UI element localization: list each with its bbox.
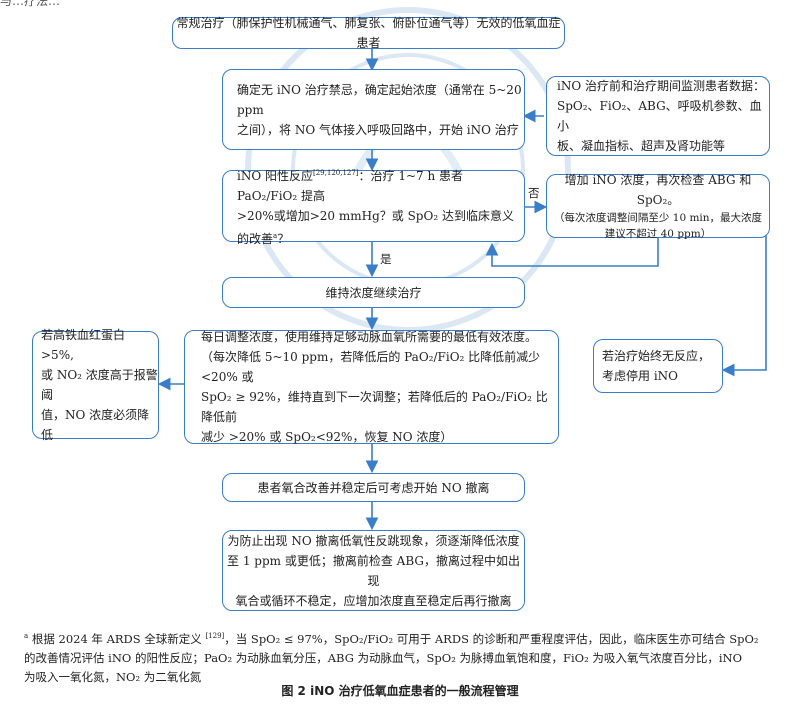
footnote-line-2: 的改善情况评估 iNO 的阳性反应；PaO₂ 为动脉血氧分压，ABG 为动脉血气… bbox=[24, 650, 743, 665]
daily-adjustment-box: 每日调整浓度，使用维持足够动脉血氧所需要的最低有效浓度。 （每次降低 5~10 … bbox=[184, 330, 559, 444]
positive-response-box: iNO 阳性反应[29,120,127]：治疗 1~7 h 患者 PaO₂/Fi… bbox=[222, 169, 525, 246]
wean-text: 患者氧合改善并稳定后可考虑开始 NO 撤离 bbox=[257, 480, 490, 495]
monitor-line-3: 板、凝血指标、超声及肾功能等 bbox=[557, 139, 726, 153]
confirm-box: 确定无 iNO 治疗禁忌，确定起始浓度（通常在 5~20 ppm 之间），将 N… bbox=[222, 69, 525, 150]
noresp-line-2: 考虑停用 iNO bbox=[602, 369, 678, 383]
final-line-3: 氧合或循环不稳定，应增加浓度直至稳定后再行撤离 bbox=[235, 593, 512, 608]
monitor-line-1: iNO 治疗前和治疗期间监测患者数据： bbox=[557, 79, 765, 93]
increase-line-1: 增加 iNO 浓度，再次检查 ABG 和 SpO₂。 bbox=[564, 173, 752, 207]
daily-line-4: 减少 >20% 或 SpO₂<92%，恢复 NO 浓度） bbox=[201, 430, 453, 444]
daily-line-1: 每日调整浓度，使用维持足够动脉血氧所需要的最低有效浓度。 bbox=[201, 330, 538, 344]
methemoglobin-box: 若高铁血红蛋白 >5%, 或 NO₂ 浓度高于报警阈 值，NO 浓度必须降低 bbox=[32, 328, 159, 442]
methb-line-2: 或 NO₂ 浓度高于报警阈 bbox=[41, 368, 158, 402]
wean-box: 患者氧合改善并稳定后可考虑开始 NO 撤离 bbox=[222, 473, 525, 502]
confirm-line-2: 之间），将 NO 气体接入呼吸回路中，开始 iNO 治疗 bbox=[237, 122, 519, 137]
footnote-line-1: a 根据 2024 年 ARDS 全球新定义 [129]，当 SpO₂ ≤ 97… bbox=[24, 631, 759, 646]
positive-line-1: iNO 阳性反应[29,120,127]：治疗 1~7 h 患者 PaO₂/Fi… bbox=[237, 169, 464, 203]
confirm-line-1: 确定无 iNO 治疗禁忌，确定起始浓度（通常在 5~20 ppm bbox=[237, 82, 522, 117]
monitor-box: iNO 治疗前和治疗期间监测患者数据： SpO₂、FiO₂、ABG、呼吸机参数、… bbox=[546, 76, 770, 156]
increase-concentration-box: 增加 iNO 浓度，再次检查 ABG 和 SpO₂。 （每次浓度调整间隔至少 1… bbox=[546, 173, 770, 240]
final-line-2: 至 1 ppm 或更低；撤离前检查 ABG，撤离过程中如出现 bbox=[227, 553, 520, 588]
edge-label-no: 否 bbox=[528, 186, 540, 200]
methb-line-3: 值，NO 浓度必须降低 bbox=[41, 408, 150, 442]
noresp-line-1: 若治疗始终无反应， bbox=[602, 349, 711, 363]
figure-caption: 图 2 iNO 治疗低氧血症患者的一般流程管理 bbox=[281, 684, 519, 698]
maintain-box: 维持浓度继续治疗 bbox=[222, 277, 525, 308]
increase-line-3: 建议不超过 40 ppm） bbox=[604, 228, 712, 240]
daily-line-2: （每次降低 5~10 ppm，若降低后的 PaO₂/FiO₂ 比降低前减少 <2… bbox=[201, 350, 541, 384]
start-box: 常规治疗（肺保护性机械通气、肺复张、俯卧位通气等）无效的低氧血症患者 bbox=[172, 16, 565, 50]
positive-line-2: >20%或增加>20 mmHg？或 SpO₂ 达到临床意义的改善a？ bbox=[237, 209, 514, 246]
edge-label-yes: 是 bbox=[380, 252, 392, 266]
final-line-1: 为防止出现 NO 撤离低氧性反跳现象，须逐渐降低浓度 bbox=[227, 533, 520, 548]
methb-line-1: 若高铁血红蛋白 >5%, bbox=[41, 328, 126, 362]
footnote-line-3: 为吸入一氧化氮，NO₂ 为二氧化氮 bbox=[24, 669, 202, 684]
start-text: 常规治疗（肺保护性机械通气、肺复张、俯卧位通气等）无效的低氧血症患者 bbox=[176, 16, 561, 50]
daily-line-3: SpO₂ ≥ 92%，维持直到下一次调整；若降低后的 PaO₂/FiO₂ 比降低… bbox=[201, 390, 548, 424]
increase-line-2: （每次浓度调整间隔至少 10 min，最大浓度 bbox=[553, 212, 763, 224]
weaning-protocol-box: 为防止出现 NO 撤离低氧性反跳现象，须逐渐降低浓度 至 1 ppm 或更低；撤… bbox=[222, 530, 525, 611]
cropped-top-text: 与…疗法… bbox=[0, 0, 61, 8]
monitor-line-2: SpO₂、FiO₂、ABG、呼吸机参数、血小 bbox=[557, 99, 762, 133]
footnote: a 根据 2024 年 ARDS 全球新定义 [129]，当 SpO₂ ≤ 97… bbox=[24, 627, 776, 687]
maintain-text: 维持浓度继续治疗 bbox=[325, 285, 422, 300]
no-response-box: 若治疗始终无反应， 考虑停用 iNO bbox=[593, 339, 723, 393]
